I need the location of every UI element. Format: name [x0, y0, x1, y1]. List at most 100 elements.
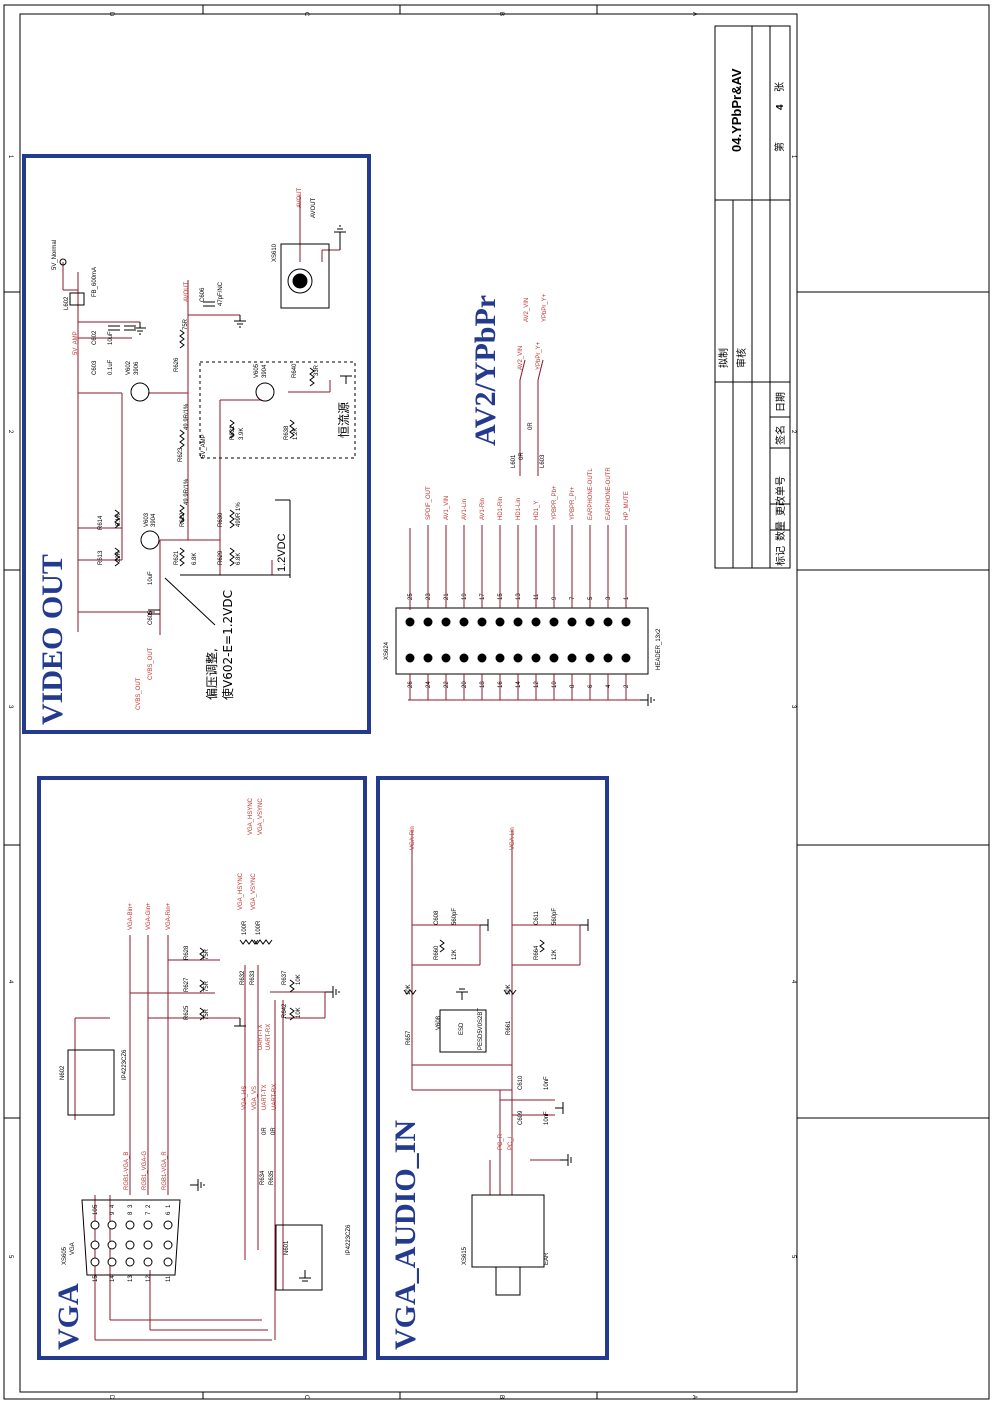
- header-net-label: AV1_VIN: [444, 496, 450, 520]
- port-vga-vsync: VGA_VSYNC: [258, 798, 264, 835]
- net-avout-port: AVOUT: [297, 187, 303, 208]
- header-pin-5: [585, 617, 595, 627]
- header-pin-20: [459, 653, 469, 663]
- header-net-label: YPBPR_Pb+: [552, 485, 558, 520]
- ref-r627: R627: [184, 977, 190, 992]
- note-bias-line2: 使V602-E=1.2VDC: [220, 590, 235, 700]
- val-l602: FB_600mA: [92, 267, 98, 297]
- ref-v602: V602: [126, 360, 132, 375]
- header-pin-26: [405, 653, 415, 663]
- header-pin-number-11: 11: [534, 593, 540, 600]
- port-vga-rin: VGA-Rin+: [166, 902, 172, 930]
- resistor-r632: [239, 939, 259, 945]
- zone-4-right: 4: [790, 980, 796, 984]
- header-pin-25: [405, 617, 415, 627]
- val-c606: 47pF/NC: [218, 281, 224, 306]
- header-pin-13: [513, 617, 523, 627]
- header-net-label: HD1_Y: [534, 501, 540, 520]
- zone-4: 4: [7, 980, 13, 984]
- title-vga: VGA: [52, 1283, 85, 1350]
- net-5v-amp-2: 5V_AMP: [201, 434, 207, 458]
- vga-pin-number-12: 12: [146, 1275, 152, 1282]
- label-const-current: 恒流源: [337, 402, 351, 438]
- video-out-wires: [62, 195, 340, 635]
- review-label: 审核: [735, 348, 748, 368]
- vcc-5v-normal-circle: [59, 258, 67, 266]
- val-r628: 75R: [204, 948, 210, 960]
- header-net-label: EARPHONE-OUTL: [588, 468, 594, 520]
- ref-v603: V603: [144, 512, 150, 527]
- vga-wires: [74, 935, 326, 1341]
- val-r630: 499R 1%: [236, 502, 242, 527]
- vga-pin-number-10: 10: [93, 1208, 99, 1215]
- val-c610: 10nF: [544, 1076, 550, 1090]
- port-vga-hsync: VGA_HSYNC: [248, 797, 254, 835]
- val-r664: 12K: [552, 949, 558, 960]
- val-r634: 0R: [262, 1127, 268, 1135]
- ref-v605: V605: [254, 363, 260, 378]
- header-pin-21: [441, 617, 451, 627]
- net-uart-rx-1: UART-RX: [272, 1084, 278, 1110]
- ref-r640: R640: [292, 363, 298, 378]
- header-net-label: AV1-Lin: [462, 499, 468, 520]
- resistor-r657: [403, 989, 417, 995]
- frame-video-out: [22, 154, 371, 734]
- vga-pin-number-7: 7: [146, 1211, 152, 1215]
- val-c609: 10nF: [544, 1111, 550, 1125]
- vga-pin-9: [107, 1220, 117, 1230]
- zone-3: 3: [7, 705, 13, 709]
- header-pin-number-20: 20: [462, 681, 468, 688]
- net-vga-hsync: VGA_HSYNC: [238, 872, 244, 910]
- header-pin-14: [513, 653, 523, 663]
- port-av2-vin: AV2_VIN: [524, 298, 530, 322]
- header-pin-6: [585, 653, 595, 663]
- val-r623: 49.9R/1%: [184, 403, 190, 430]
- label-ear: EAR: [544, 1252, 550, 1265]
- header-pin-number-24: 24: [426, 681, 432, 688]
- ref-xs610: XS610: [272, 243, 278, 262]
- header-pin-18: [477, 653, 487, 663]
- net-rgb1-vga-b: RGB1-VGA_B: [124, 1152, 130, 1190]
- val-r638: 1.2K: [293, 428, 299, 440]
- vga-pin-3: [125, 1240, 135, 1250]
- header-xs624: 12HP_MUTE34EARPHONE-OUTR56EARPHONE-OUTL7…: [384, 293, 662, 706]
- header-pin-number-2: 2: [624, 684, 630, 688]
- header-pin-3: [603, 617, 613, 627]
- video-out-grounds: [134, 225, 352, 384]
- resistor-r642: [289, 1007, 295, 1021]
- header-pin-number-10: 10: [552, 681, 558, 688]
- header-pin-2: [621, 653, 631, 663]
- net-pc-r: PC_R: [498, 1133, 504, 1150]
- net-uart-tx-1: UART-TX: [262, 1084, 268, 1110]
- rca-jack-xs610: [280, 243, 330, 309]
- transistor-v602: [130, 382, 150, 402]
- resistor-r625: [199, 1007, 205, 1021]
- header-pin-number-8: 8: [570, 684, 576, 688]
- esd-v608: [439, 1009, 487, 1053]
- vga-pin-1: [163, 1240, 173, 1250]
- header-net-label: AV1-Rin: [480, 498, 486, 520]
- vga-pin-14: [107, 1257, 117, 1267]
- port-ypbpr-y: YPbPr_Y+: [542, 293, 548, 322]
- net-5v-amp: 5V_AMP: [73, 331, 79, 355]
- ref-r613: R613: [98, 550, 104, 565]
- header-net-label: HD1-Lin: [516, 498, 522, 520]
- val-r614: 5.1K: [116, 514, 122, 526]
- vga-pin-13: [125, 1257, 135, 1267]
- ref-c611: C611: [534, 910, 540, 925]
- vga-pin-8: [125, 1220, 135, 1230]
- draft-label: 拟制: [717, 348, 730, 368]
- ic-n601: [275, 1224, 323, 1291]
- header-pin-number-4: 4: [606, 684, 612, 688]
- header-pin-number-25: 25: [408, 593, 414, 600]
- net-cvbs-out: CVBS_OUT: [148, 647, 154, 680]
- audio-jack-xs615: [471, 1194, 545, 1268]
- vga-symbols: [67, 939, 340, 1291]
- zone-5-right: 5: [790, 1255, 796, 1259]
- header-pin-11: [531, 617, 541, 627]
- ref-c609: C609: [518, 1110, 524, 1125]
- header-net-label: HD1-Rin: [498, 497, 504, 520]
- ref-r630: R630: [218, 512, 224, 527]
